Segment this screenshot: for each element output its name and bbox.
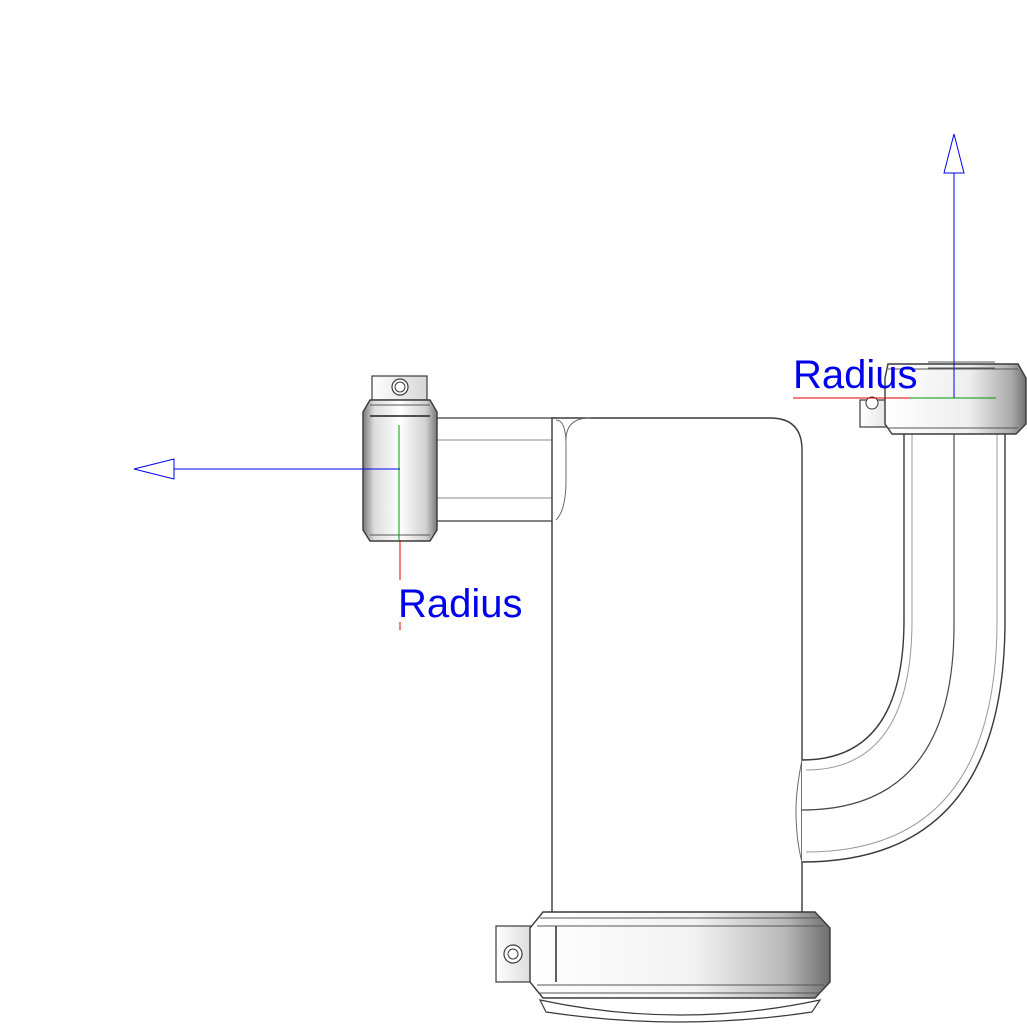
- arrow-up-icon: [943, 133, 965, 174]
- left-connector-axes: [174, 425, 401, 630]
- right-top-collar: [859, 363, 1027, 435]
- left-collar: [362, 375, 438, 542]
- arrow-left-icon: [133, 458, 175, 480]
- radius-label-left[interactable]: Radius: [398, 582, 523, 626]
- right-connector-axes: [793, 173, 996, 399]
- main-body-cylinder: [551, 417, 803, 916]
- bottom-collar: [495, 911, 831, 1023]
- right-elbow-pipe: [801, 428, 1006, 863]
- left-branch-pipe: [432, 417, 556, 522]
- radius-label-right[interactable]: Radius: [793, 353, 918, 397]
